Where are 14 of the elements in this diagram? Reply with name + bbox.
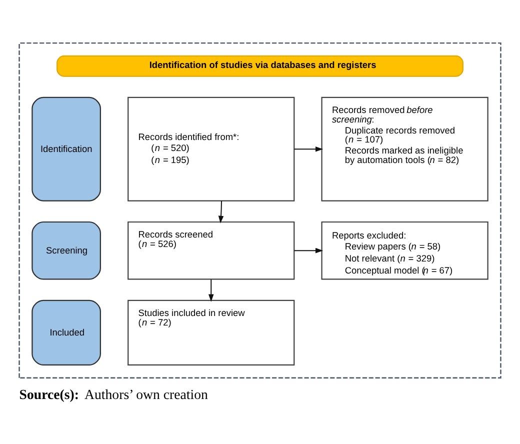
arrow [294, 248, 324, 254]
caption: Source(s): Authors’ own creation [19, 387, 208, 402]
arrow [218, 201, 224, 224]
node-box: Records identified from*: (n = 520) (n = 195) [128, 96, 295, 202]
node-box: Identification [32, 96, 101, 202]
arrow [294, 146, 324, 152]
arrow [208, 280, 214, 302]
node-box: Records removed before screening: Duplicate records removed (n = 107) Records marked as ineligible by automation tools (n = 82) [321, 96, 488, 202]
node-box: Included [32, 300, 101, 366]
node-box: Studies included in review (n = 72) [128, 300, 295, 366]
node-box: Records screened (n = 526) [128, 221, 295, 280]
node-box: Identification of studies via databases and registers [56, 55, 464, 77]
cluster [18, 42, 502, 378]
node-box: Screening [32, 221, 101, 280]
